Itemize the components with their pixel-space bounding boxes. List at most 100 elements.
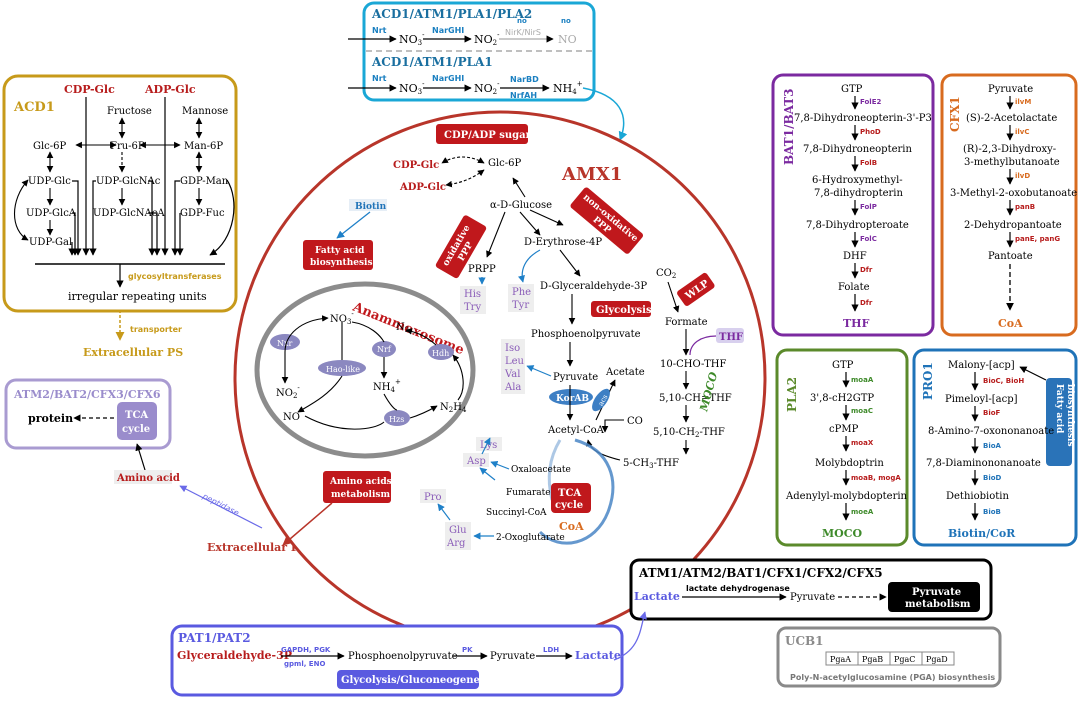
acd1-udpglca: UDP-GlcA [26, 208, 77, 219]
bat-folp: FolP [860, 203, 877, 211]
acd1-fructose: Fructose [107, 106, 152, 117]
acd1-cdp-glc: CDP-Glc [64, 83, 115, 96]
bat-folate: Folate [838, 282, 870, 293]
cfx1-s4: 2-Dehydropantoate [964, 220, 1062, 231]
thf-label: THF [719, 332, 743, 343]
pat-glyco: Glycolysis/Gluconeogenesis [341, 675, 495, 686]
amx-cdp-glc: CDP-Glc [393, 160, 439, 171]
amino-acid-label: Amino acid [116, 473, 180, 484]
acd1-glycosyl: glycosyltransferases [128, 272, 222, 281]
fumarate: Fumarate [506, 488, 551, 498]
bat-s1: 7,8-Dihydroneopterin-3'-P3 [794, 113, 932, 124]
aa-glu: Glu [449, 525, 467, 536]
cfx1-panb: panB [1015, 203, 1035, 211]
narbd-label: NarBD [510, 75, 539, 84]
pro1-s5: Dethiobiotin [946, 491, 1009, 502]
pat-ldh: LDH [543, 646, 559, 654]
acd1-fru6p: Fru-6P [110, 141, 145, 152]
pro1-s6: Biotin/CoR [948, 527, 1016, 540]
nh4-label: NH4+ [553, 80, 583, 96]
hdh-label: Hdh [432, 349, 449, 358]
pro1-s2: Pimeloyl-[acp] [945, 394, 1018, 405]
lactate-title: ATM1/ATM2/BAT1/CFX1/CFX2/CFX5 [638, 566, 883, 580]
pla2-moea: moeA [851, 508, 874, 516]
peptidase-label: peptidase [200, 491, 240, 517]
pla2-moab: moaB, mogA [851, 474, 901, 482]
acd1-panel: ACD1 CDP-Glc ADP-Glc Glc-6P Fructose Fru… [2, 74, 238, 313]
ucb1-title: UCB1 [785, 634, 824, 648]
tca-label-2: cycle [555, 500, 583, 511]
aa-metab-label-1: Amino acids [329, 477, 392, 487]
acetate-label: Acetate [605, 367, 645, 378]
bat-s4: 7,8-Dihydropteroate [806, 220, 909, 231]
ch-thf: 5,10-CH=THF [659, 393, 732, 404]
pla2-moac: moaC [851, 407, 873, 415]
acetyl-coa: Acetyl-CoA [547, 425, 605, 436]
no-label-a: no [517, 17, 527, 25]
nitrate-title-2: ACD1/ATM1/PLA1 [371, 55, 493, 69]
glycolysis-label: Glycolysis [596, 305, 652, 316]
hzs-label: Hzs [389, 415, 404, 424]
pat-panel: PAT1/PAT2 Glyceraldehyde-3P GAPDH, PGK g… [170, 624, 624, 697]
pla2-s2: cPMP [829, 424, 859, 435]
no-gas-label: NO [558, 33, 577, 46]
nrt-label-1: Nrt [372, 26, 387, 35]
cfx1-title: CFX1 [948, 96, 962, 132]
narghi-label-2: NarGHI [432, 74, 464, 83]
pyruvate-metab-2: metabolism [905, 599, 971, 610]
pro1-biob: BioB [983, 508, 1001, 516]
tca-label-1: TCA [558, 488, 581, 499]
cfx1-panel: CFX1 Pyruvate ilvM (S)-2-Acetolactate il… [940, 73, 1078, 337]
pro1-biof: BioF [983, 409, 1001, 417]
cdp-adp-sugar-label: CDP/ADP sugar [444, 130, 532, 141]
nitrate-panel: ACD1/ATM1/PLA1/PLA2 Nrt NO3- NarGHI NO2-… [348, 1, 628, 141]
ucb1-gene-3: PgaD [926, 655, 948, 664]
nxr-label: Nxr [277, 339, 293, 348]
bat-s3a: 6-Hydroxymethyl- [812, 175, 903, 186]
bat-phod: PhoD [860, 128, 881, 136]
cfx1-ilvd: ilvD [1015, 172, 1030, 180]
erythrose-4p: D-Erythrose-4P [524, 237, 602, 248]
pat-title: PAT1/PAT2 [178, 631, 251, 645]
cfx1-ilvm: ilvM [1015, 98, 1031, 106]
pro1-fab-2: biosynthesis [1065, 384, 1075, 447]
bat-folc: FolC [860, 235, 877, 243]
acd1-udpglcnaca: UDP-GlcNAcA [93, 208, 165, 219]
pro1-bioc: BioC, BioH [983, 377, 1024, 385]
acd1-gdpman: GDP-Man [180, 176, 229, 187]
amx1-cell: AMX1 CDP/ADP sugar CDP-Glc ADP-Glc Glc-6… [233, 110, 767, 646]
atm2-title: ATM2/BAT2/CFX3/CFX6 [13, 388, 161, 401]
pyruvate-atm1: Pyruvate [790, 592, 835, 603]
acd1-title: ACD1 [13, 100, 55, 115]
lactate-atm1: Lactate [634, 590, 680, 603]
no-label-b: no [561, 17, 571, 25]
ucb1-gene-1: PgaB [862, 655, 883, 664]
alpha-glucose: α-D-Glucose [490, 200, 552, 211]
lactate-panel: ATM1/ATM2/BAT1/CFX1/CFX2/CFX5 Lactate la… [629, 558, 993, 621]
aa-pro: Pro [424, 492, 442, 503]
pla2-moax: moaX [851, 439, 874, 447]
aa-tyr: Tyr [512, 300, 529, 311]
aa-val: Val [504, 369, 520, 380]
pat-g3p: Glyceraldehyde-3P [177, 649, 292, 662]
acd1-gdpfuc: GDP-Fuc [180, 208, 225, 219]
formate-label: Formate [665, 317, 708, 328]
bat-s3b: 7,8-dihydropterin [814, 188, 903, 199]
pla2-moco: MOCO [822, 527, 863, 540]
aa-try: Try [464, 302, 481, 313]
pro1-s1: Malony-[acp] [948, 360, 1015, 371]
aa-iso: Iso [505, 343, 520, 354]
amx1-title: AMX1 [561, 164, 622, 185]
pla2-gtp: GTP [832, 360, 854, 371]
anammoxosome: Anammoxosome Nxr NO3- NO2- Hao-like NO N… [254, 281, 476, 459]
atm2-panel: ATM2/BAT2/CFX3/CFX6 protein TCA cycle [4, 378, 172, 450]
acd1-adp-glc: ADP-Glc [144, 83, 196, 96]
pat-pk: PK [462, 646, 473, 654]
aa-arg: Arg [446, 538, 466, 549]
pla2-moaa: moaA [851, 376, 874, 384]
acd1-mannose: Mannose [182, 106, 228, 117]
bat-title: BAT1/BAT3 [782, 88, 796, 165]
atm2-protein: protein [28, 412, 73, 425]
cho-thf: 10-CHO-THF [660, 359, 726, 370]
cfx1-s2a: (R)-2,3-Dihydroxy- [963, 144, 1056, 155]
